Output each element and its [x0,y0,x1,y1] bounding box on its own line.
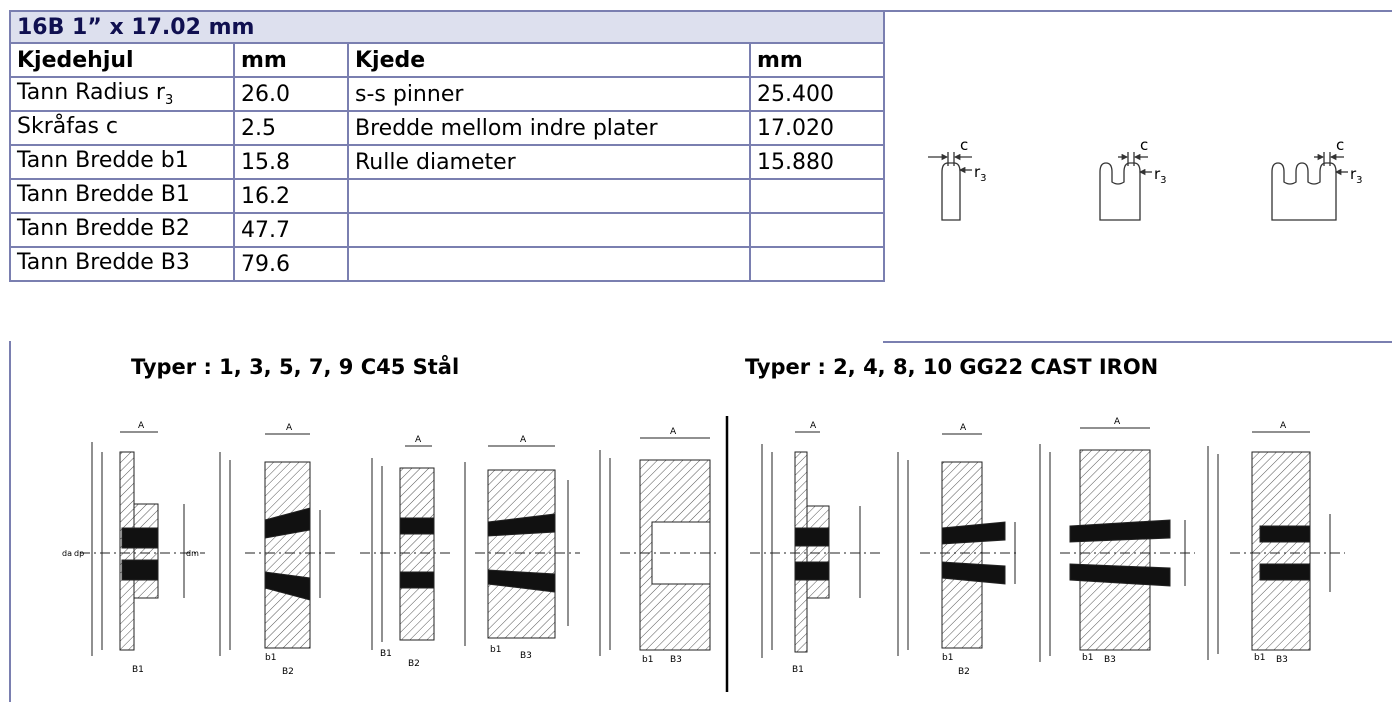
table-row: Tann Bredde B2 47.7 [9,212,886,248]
label-B3: B3 [1276,655,1288,665]
label-A: A [670,427,677,437]
header-chain-unit: mm [748,42,886,78]
profile-c-label: c [1140,136,1148,154]
row-chain-label [347,246,751,282]
table-row: Tann Bredde B3 79.6 [9,246,886,282]
row-value: 47.7 [233,212,349,248]
label-A: A [520,435,527,445]
label-A: A [415,435,422,445]
label-B1: B1 [380,649,392,659]
drawing-type-9 [599,437,720,656]
sprocket-drawings: A B1 da dp dm A b1 B2 A B1 B2 A b1 B3 [62,416,1345,692]
drawing-type-3 [219,433,335,656]
label-b1: b1 [490,645,501,655]
row-value: 15.8 [233,144,349,180]
label-b1: b1 [1082,653,1093,663]
drawing-type-1 [80,431,205,656]
label-B2: B2 [282,667,294,677]
drawing-type-5 [360,445,450,650]
table-row: Tann Radius r3 26.0 s-s pinner 25.400 [9,76,886,112]
header-chain: Kjede [347,42,751,78]
row-label: Tann Bredde B1 [9,178,235,214]
types-steel-label: Typer : 1, 3, 5, 7, 9 C45 Stål [131,355,460,379]
header-sprocket-unit: mm [233,42,349,78]
row-chain-value [748,178,886,214]
spec-table: 16B 1” x 17.02 mm Kjedehjul mm Kjede mm … [8,10,886,282]
label-b1: b1 [642,655,653,665]
row-chain-value: 15.880 [748,144,886,180]
tooth-profile-diagrams: c r3 c r3 c r3 [928,136,1363,221]
label-B2: B2 [408,659,420,669]
header-sprocket: Kjedehjul [9,42,235,78]
drawing-type-4 [897,433,1020,656]
profile-single [928,152,972,221]
row-label: Tann Radius r3 [9,76,235,112]
frame-top-line [883,10,1392,12]
label-b1: b1 [942,653,953,663]
label-A: A [138,421,145,431]
profile-triple [1271,152,1348,221]
row-chain-label: Rulle diameter [347,144,751,180]
row-chain-value: 25.400 [748,76,886,112]
table-title: 16B 1” x 17.02 mm [8,10,886,44]
profile-r-label: r3 [1154,165,1167,186]
profile-c-label: c [960,136,968,154]
label-b1: b1 [265,653,276,663]
drawing-type-10 [1207,431,1345,660]
label-A: A [960,423,967,433]
label-dp: dp [74,549,84,558]
row-label: Tann Bredde b1 [9,144,235,180]
label-A: A [286,423,293,433]
frame-left-line [9,341,11,702]
profile-double [1099,152,1152,221]
row-chain-label [347,212,751,248]
profile-r-label: r3 [1350,165,1363,186]
row-chain-value [748,212,886,248]
profile-r-label: r3 [974,163,987,184]
row-chain-value [748,246,886,282]
label-B2: B2 [958,667,970,677]
label-dm: dm [186,549,199,558]
types-iron-label: Typer : 2, 4, 8, 10 GG22 CAST IRON [745,355,1159,379]
row-value: 79.6 [233,246,349,282]
drawing-type-8 [1039,427,1195,662]
row-chain-label: Bredde mellom indre plater [347,110,751,146]
table-header-row: Kjedehjul mm Kjede mm [9,42,886,78]
label-A: A [810,421,817,431]
table-row: Tann Bredde B1 16.2 [9,178,886,214]
label-da: da [62,549,72,558]
label-B1: B1 [132,665,144,675]
label-A: A [1114,417,1121,427]
label-B3: B3 [1104,655,1116,665]
row-chain-value: 17.020 [748,110,886,146]
drawing-type-2 [750,431,880,658]
row-label: Tann Bredde B3 [9,246,235,282]
label-b1: b1 [1254,653,1265,663]
row-chain-label: s-s pinner [347,76,751,112]
label-B3: B3 [670,655,682,665]
label-B1: B1 [792,665,804,675]
label-A: A [1280,421,1287,431]
table-title-row: 16B 1” x 17.02 mm [8,10,886,44]
row-chain-label [347,178,751,214]
drawing-type-7 [464,445,580,646]
profile-c-label: c [1336,136,1344,154]
table-row: Skråfas c 2.5 Bredde mellom indre plater… [9,110,886,146]
row-value: 26.0 [233,76,349,112]
row-value: 2.5 [233,110,349,146]
row-label: Tann Bredde B2 [9,212,235,248]
row-label: Skråfas c [9,110,235,146]
frame-divider-line [883,341,1392,343]
label-B3: B3 [520,651,532,661]
table-row: Tann Bredde b1 15.8 Rulle diameter 15.88… [9,144,886,180]
row-value: 16.2 [233,178,349,214]
